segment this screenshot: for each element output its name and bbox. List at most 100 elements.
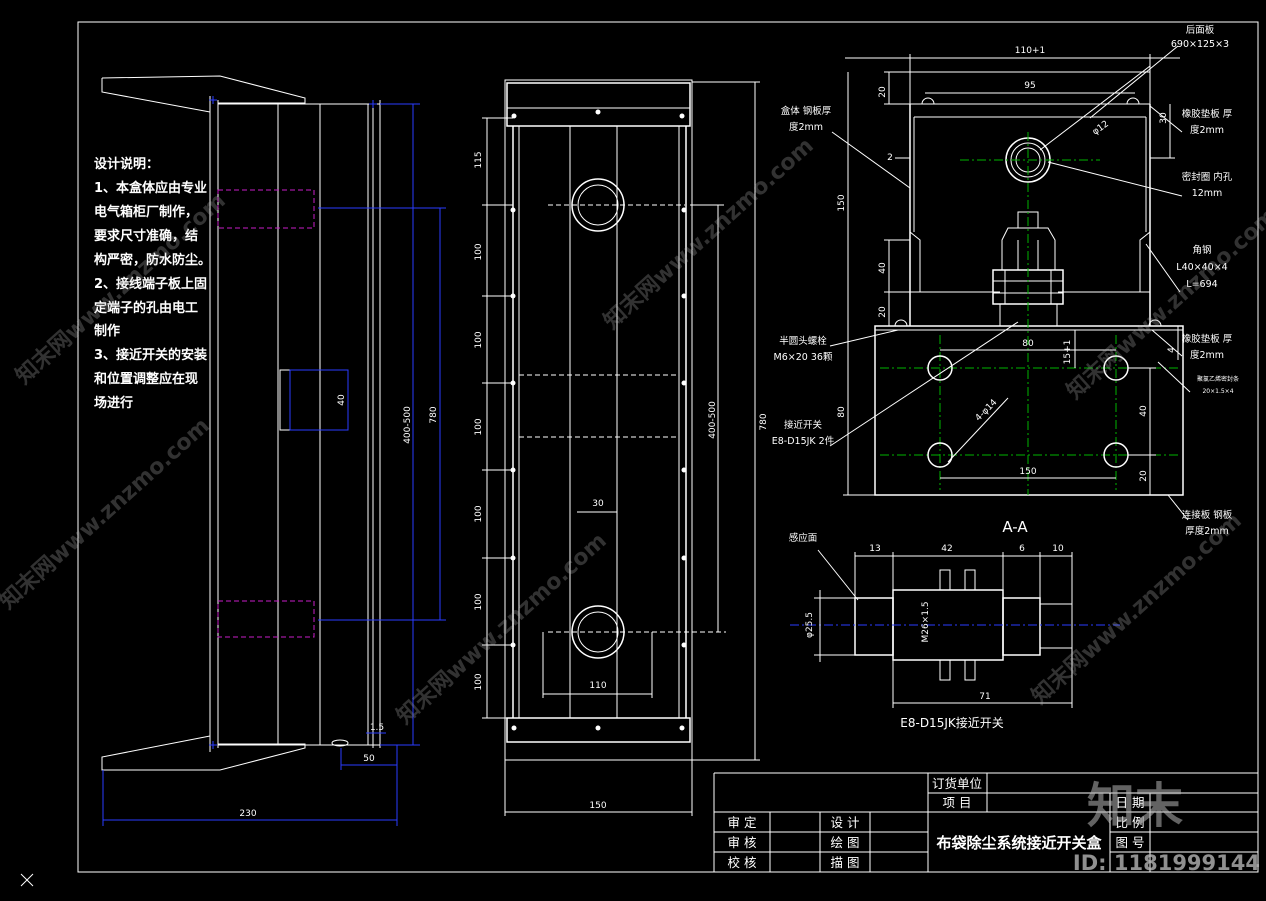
drawing-number-label: 图 号 [1116, 835, 1145, 850]
note-line: 制作 [94, 323, 120, 339]
detail-dim: 10 [1052, 544, 1064, 554]
title-block-text: 订货单位 项 目 日 期 比 例 图 号 审 定 审 核 校 核 设 计 绘 图… [728, 776, 1145, 870]
checked-label: 校 核 [728, 855, 757, 870]
seal-ring-spec: 12mm [1192, 188, 1223, 199]
hole-pitch-y-dim: 40 [1139, 405, 1149, 417]
note-line: 要求尺寸准确，结 [94, 228, 198, 244]
front-slot-width: 30 [592, 499, 604, 509]
bolt-spec: M6×20 36颗 [774, 352, 833, 363]
top-flange [506, 82, 691, 127]
back-panel-label: 后面板 [1186, 24, 1215, 36]
angle-steel-label: 角钢 [1192, 244, 1211, 256]
terminal-block-hidden-outline [217, 189, 315, 229]
front-hole-spacing: 110 [589, 681, 606, 691]
drawn-label: 绘 图 [831, 835, 860, 850]
note-line: 2、接线端子板上固 [94, 276, 207, 292]
title-block-grid [713, 772, 1258, 872]
switch-mount-box [289, 369, 349, 431]
hole-pitch-x-dim: 150 [1019, 467, 1036, 477]
length-dim: 71 [979, 692, 990, 702]
rubber-pad-bottom-label: 橡胶垫板 厚 [1182, 333, 1233, 345]
section-view-dimensions: 110+1 95 20 30 2 φ12 150 40 20 80 15+1 4… [837, 46, 1180, 496]
design-notes: 设计说明： 1、本盒体应由专业 电气箱柜厂制作， 要求尺寸准确，结 构严密，防水… [93, 156, 211, 411]
pitch-dim: 100 [474, 331, 484, 348]
pitch-dim: 115 [474, 151, 484, 168]
note-line: 定端子的孔由电工 [93, 300, 198, 316]
bottom-flange [506, 717, 691, 743]
thread-dim: M26×1.5 [921, 601, 931, 642]
side-view-dimensions: 40 400-500 780 50 1.5 230 [102, 103, 446, 826]
switch-label: 接近开关 [784, 419, 823, 431]
pitch-dim: 100 [474, 593, 484, 610]
designed-label: 设 计 [831, 815, 860, 830]
ucs-cross-icon [20, 873, 34, 887]
rubber-pad-top-label: 橡胶垫板 厚 [1182, 108, 1233, 120]
note-line: 电气箱柜厂制作， [94, 204, 198, 220]
pitch-dim: 100 [474, 243, 484, 260]
section-title: A-A [1002, 518, 1028, 536]
side-wall-thickness: 1.5 [370, 723, 384, 733]
side-flange-depth: 50 [363, 754, 375, 764]
date-label: 日 期 [1116, 795, 1145, 810]
wall-gap-dim: 2 [887, 153, 893, 163]
section-view-leaders: 后面板 690×125×3 盒体 钢板厚 度2mm 橡胶垫板 厚 度2mm 密封… [772, 24, 1239, 537]
section-view [874, 71, 1184, 496]
drain-hole [331, 739, 349, 747]
angle-steel-length: L=694 [1186, 279, 1217, 290]
client-label: 订货单位 [932, 776, 982, 791]
front-view-dimensions: 115 100 100 100 100 100 100 400-500 780 … [474, 81, 769, 816]
note-line: 构严密，防水防尘。 [94, 252, 211, 268]
detail-dim: 42 [941, 544, 952, 554]
note-line: 和位置调整应在现 [94, 371, 198, 387]
pitch-dim: 100 [474, 505, 484, 522]
notes-heading: 设计说明： [94, 156, 159, 172]
hole-offset-dim: 15+1 [1063, 340, 1073, 365]
note-line: 3、接近开关的安装 [94, 347, 207, 363]
terminal-block-hidden-outline [217, 600, 315, 638]
watermark-id: ID: 1181999144 [1073, 851, 1260, 875]
approved-label: 审 定 [728, 815, 757, 830]
sensing-face-label: 感应面 [789, 532, 818, 544]
back-panel-spec: 690×125×3 [1171, 39, 1229, 50]
bolt-label: 半圆头螺栓 [779, 335, 827, 347]
back-panel [909, 71, 1151, 105]
pad-thickness-dim: 4 [1167, 347, 1177, 353]
rubber-pad-bottom-spec: 度2mm [1190, 349, 1224, 361]
front-adjust-range: 400-500 [708, 401, 718, 439]
side-view [101, 75, 381, 771]
inner-width-dim: 95 [1024, 81, 1035, 91]
detail-dim: 13 [869, 544, 880, 554]
rubber-pad-top-spec: 度2mm [1190, 124, 1224, 136]
side-box-height: 40 [337, 394, 347, 406]
side-overall-depth: 230 [239, 809, 256, 819]
reviewed-label: 审 核 [728, 835, 757, 850]
body-height-dim: 150 [837, 194, 847, 211]
traced-label: 描 图 [831, 855, 860, 870]
seal-ring-label: 密封圈 内孔 [1182, 171, 1233, 183]
note-line: 1、本盒体应由专业 [94, 180, 207, 196]
side-overall-height: 780 [429, 406, 439, 423]
note-line: 场进行 [94, 395, 133, 411]
drawing-frame [77, 21, 1259, 873]
pitch-dim: 100 [474, 418, 484, 435]
hole-row-dim: 80 [1022, 339, 1034, 349]
edge-distance-dim: 20 [1139, 470, 1149, 482]
lid-height-dim: 20 [878, 86, 888, 98]
front-overall-height: 780 [759, 413, 769, 430]
switch-spec: E8-D15JK 2件 [772, 435, 835, 447]
angle-base-dim: 20 [878, 306, 888, 318]
side-adjust-range: 400-500 [403, 406, 413, 444]
detail-dim: 6 [1019, 544, 1025, 554]
diameter-dim: φ25.5 [805, 612, 815, 638]
front-overall-width: 150 [589, 801, 606, 811]
connect-plate-spec: 厚度2mm [1185, 525, 1229, 537]
drawing-title: 布袋除尘系统接近开关盒 [936, 834, 1102, 852]
detail-caption: E8-D15JK接近开关 [900, 715, 1003, 730]
switch-detail: A-A 13 42 6 10 感应面 φ25.5 M26×1.5 71 E8-D… [789, 518, 1120, 730]
sealing-strip-label: 聚氯乙烯密封条 [1197, 375, 1239, 383]
box-body-label: 盒体 钢板厚 [781, 105, 832, 117]
cable-end [1039, 603, 1073, 649]
scale-label: 比 例 [1116, 815, 1145, 830]
